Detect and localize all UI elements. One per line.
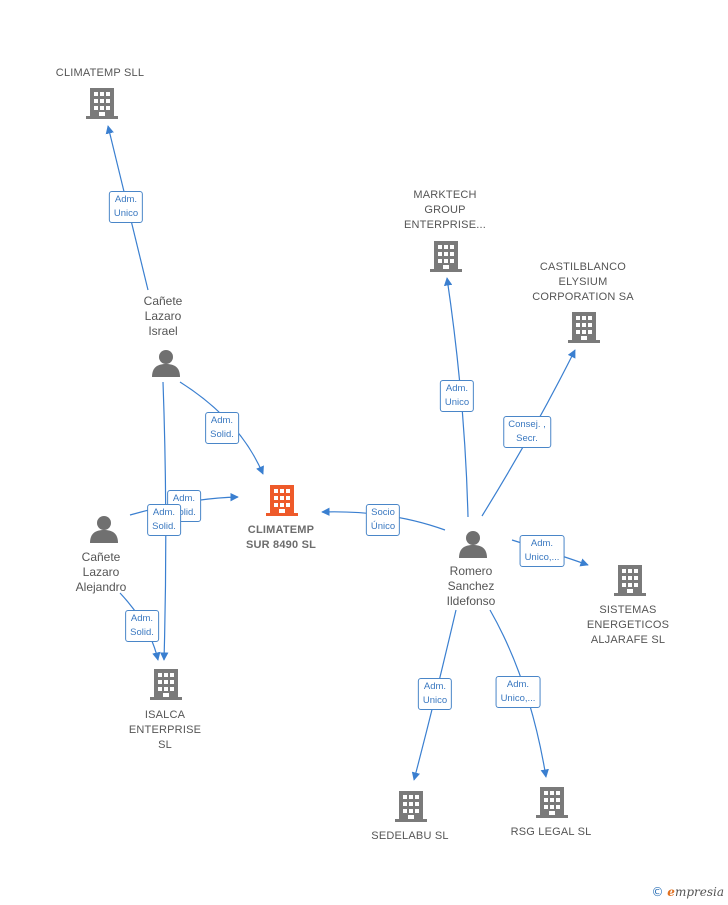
copyright-icon: © bbox=[651, 885, 664, 899]
building-icon[interactable] bbox=[430, 241, 462, 272]
building-icon-main[interactable] bbox=[266, 485, 298, 516]
node-label-sistemas[interactable]: SISTEMAS ENERGETICOS ALJARAFE SL bbox=[586, 604, 670, 646]
node-label-castilblanco[interactable]: CASTILBLANCO ELYSIUM CORPORATION SA bbox=[532, 261, 634, 303]
edge-label-adm-solid[interactable]: Adm.Solid. bbox=[125, 610, 159, 642]
person-icon[interactable] bbox=[459, 531, 487, 558]
building-icon[interactable] bbox=[395, 791, 427, 822]
edge-label-consej-secr[interactable]: Consej. ,Secr. bbox=[503, 416, 551, 448]
brand-logo: © empresia bbox=[651, 885, 724, 899]
building-icon[interactable] bbox=[86, 88, 118, 119]
edge-label-adm-unico-more[interactable]: Adm.Unico,... bbox=[495, 676, 541, 708]
node-label-marktech[interactable]: MARKTECH GROUP ENTERPRISE... bbox=[403, 189, 487, 231]
node-label-climatemp-sll[interactable]: CLIMATEMP SLL bbox=[55, 67, 145, 79]
node-label-romero[interactable]: Romero Sanchez Ildefonso bbox=[446, 564, 496, 608]
building-icon[interactable] bbox=[536, 787, 568, 818]
node-label-rsg[interactable]: RSG LEGAL SL bbox=[510, 826, 592, 838]
building-icon[interactable] bbox=[568, 312, 600, 343]
edge-label-adm-unico[interactable]: Adm.Unico bbox=[417, 678, 453, 710]
building-icon[interactable] bbox=[150, 669, 182, 700]
edge-label-adm-unico[interactable]: Adm.Unico bbox=[439, 380, 475, 412]
node-label-isalca[interactable]: ISALCA ENTERPRISE SL bbox=[128, 709, 202, 751]
person-icon[interactable] bbox=[152, 350, 180, 377]
node-label-canete-alejandro[interactable]: Cañete Lazaro Alejandro bbox=[75, 550, 127, 594]
node-label-main-company[interactable]: CLIMATEMP SUR 8490 SL bbox=[245, 524, 317, 551]
edge-label-adm-solid[interactable]: Adm.Solid. bbox=[205, 412, 239, 444]
edge-label-adm-unico[interactable]: Adm.Unico bbox=[108, 191, 144, 223]
building-icon[interactable] bbox=[614, 565, 646, 596]
node-label-sedelabu[interactable]: SEDELABU SL bbox=[371, 830, 449, 842]
node-label-canete-israel[interactable]: Cañete Lazaro Israel bbox=[143, 294, 183, 338]
edge-label-adm-solid[interactable]: Adm.Solid. bbox=[147, 504, 181, 536]
person-icon[interactable] bbox=[90, 516, 118, 543]
edge-label-adm-unico-more[interactable]: Adm.Unico,... bbox=[519, 535, 565, 567]
